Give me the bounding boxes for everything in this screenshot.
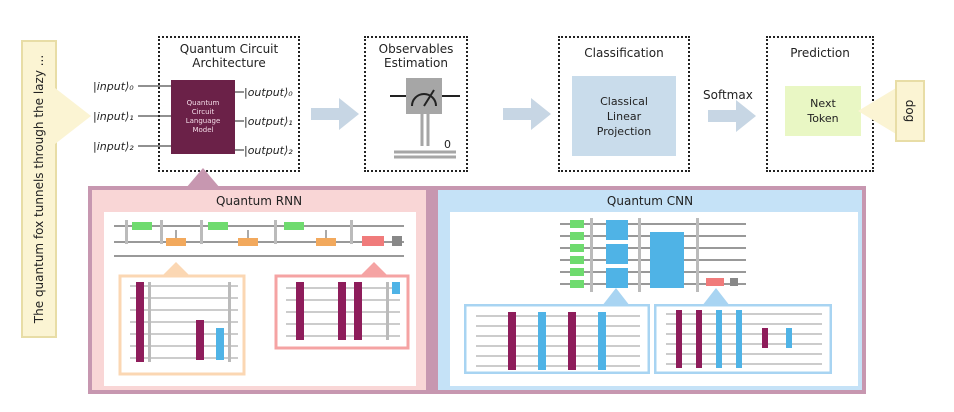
output-label-2: |output⟩₂: [244, 144, 293, 157]
rnn-head-circuit: [286, 282, 400, 340]
arrow-3: [708, 100, 756, 132]
rnn-block-circuit: [130, 282, 238, 362]
readout-zero: 0: [444, 138, 451, 151]
output-token: dog: [903, 99, 917, 123]
output-label-0: |output⟩₀: [244, 86, 293, 99]
cnn-circuit: [560, 218, 746, 304]
classical-line-2: Linear: [606, 109, 642, 123]
quantum-circuit-language-model: Quantum Circuit Language Model: [171, 80, 235, 154]
classification-title: Classification: [584, 46, 664, 60]
prediction-title: Prediction: [790, 46, 850, 60]
circuit-title-1: Quantum Circuit: [179, 42, 279, 56]
output-arrow: [858, 88, 896, 134]
classical-line-3: Projection: [596, 124, 652, 138]
input-label-1: |input⟩₁: [93, 110, 134, 123]
input-arrow: [55, 88, 91, 144]
output-label-1: |output⟩₁: [244, 115, 293, 128]
cnn-conv-circuit: [464, 304, 650, 374]
input-label-2: |input⟩₂: [93, 140, 134, 153]
next-token-box: Next Token: [785, 86, 861, 136]
measurement-icon: [390, 78, 460, 159]
observables-title-1: Observables: [378, 42, 454, 56]
input-label-0: |input⟩₀: [93, 80, 134, 93]
qclm-line-3: Language: [185, 117, 221, 125]
arrow-1: [311, 98, 359, 130]
arrow-2: [503, 98, 551, 130]
output-token-box: dog: [895, 80, 925, 142]
next-token-line-1: Next: [810, 97, 836, 110]
circuit-title-2: Architecture: [192, 56, 266, 70]
next-token-line-2: Token: [807, 112, 839, 125]
qclm-line-2: Circuit: [191, 108, 215, 116]
circuit-connector: [186, 168, 220, 188]
observables-title-2: Estimation: [384, 56, 448, 70]
softmax-label: Softmax: [703, 88, 753, 102]
classical-line-1: Classical: [600, 94, 648, 108]
qclm-line-4: Model: [192, 126, 214, 134]
qclm-line-1: Quantum: [186, 99, 220, 107]
cnn-title: Quantum CNN: [606, 194, 694, 208]
rnn-title: Quantum RNN: [215, 194, 303, 208]
input-sentence-box: The quantum fox tunnels through the lazy…: [21, 40, 57, 338]
cnn-pool-circuit: [654, 304, 832, 374]
classical-linear-projection: Classical Linear Projection: [572, 76, 676, 156]
